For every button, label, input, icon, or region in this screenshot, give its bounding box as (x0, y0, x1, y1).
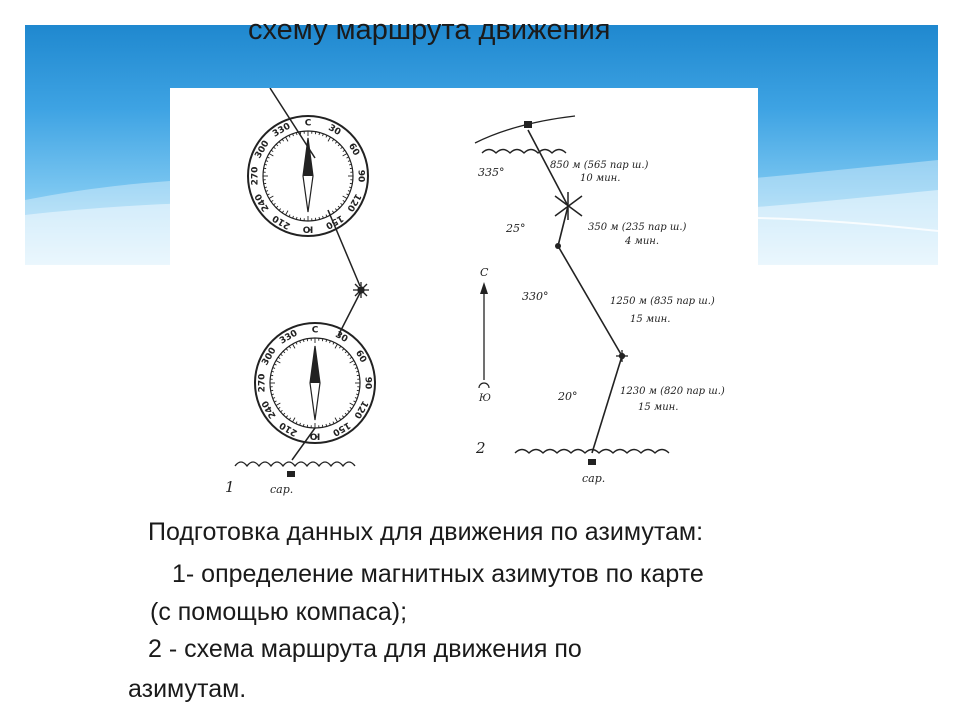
north-arrow-head (480, 282, 488, 294)
vegetation-2 (514, 448, 670, 454)
leg1-time: 10 мин. (580, 173, 620, 184)
body-item2-line1: 2 - схема маршрута для движения по (148, 635, 582, 663)
compass-label: 270 (251, 167, 261, 186)
leg2-azimuth: 25° (505, 222, 526, 235)
compass-label: 210 (278, 419, 299, 437)
compass-label: 330 (278, 329, 299, 347)
fig2-number: 2 (475, 439, 486, 457)
turn-marker-2c (616, 350, 628, 362)
compass-label: 210 (271, 212, 292, 230)
vegetation-top (474, 115, 576, 154)
leg1-azimuth: 335° (478, 166, 505, 179)
start-point-2 (588, 459, 596, 465)
route-polyline-2 (527, 129, 623, 454)
turn-marker-1 (353, 282, 369, 298)
compass-label: С (305, 119, 312, 129)
compass-label: 120 (351, 399, 369, 420)
finish-point (524, 121, 532, 128)
compass-label: 90 (356, 170, 366, 183)
body-item2-line2: азимутам. (128, 675, 247, 703)
compass-label: Ю (309, 431, 320, 441)
leg2-distance: 350 м (235 пар ш.) (588, 222, 687, 233)
north-letter: С (480, 266, 489, 279)
leg2-time: 4 мин. (624, 236, 659, 247)
compass-label: С (312, 326, 319, 336)
compass-label: 240 (254, 192, 272, 213)
compass-label: 300 (254, 139, 272, 160)
slide-title: схему маршрута движения (248, 14, 611, 46)
compass-label: 150 (331, 419, 352, 437)
body-item1-line2: (с помощью компаса); (150, 598, 408, 626)
leg3-time: 15 мин. (630, 314, 670, 325)
leg3-azimuth: 330° (522, 290, 549, 303)
compass-label: 270 (258, 374, 268, 393)
fig1-number: 1 (225, 478, 235, 496)
leg3-distance: 1250 м (835 пар ш.) (610, 296, 715, 307)
compass-label: 330 (271, 122, 292, 140)
turn-marker-2a (554, 192, 583, 220)
compass-label: 300 (261, 346, 279, 367)
body-heading: Подготовка данных для движения по азимут… (148, 518, 704, 546)
compass-label: Ю (302, 224, 313, 234)
leg1-distance: 850 м (565 пар ш.) (550, 160, 649, 171)
compass-label: 120 (344, 192, 362, 213)
route-line-1b (327, 209, 361, 287)
body-item1-line1: 1- определение магнитных азимутов по кар… (172, 560, 704, 588)
turn-marker-2b (555, 243, 561, 249)
compass-label: 90 (363, 377, 373, 390)
leg4-azimuth: 20° (557, 390, 578, 403)
start-point-1 (287, 471, 295, 477)
fig1-start-label: сар. (270, 483, 293, 496)
leg4-distance: 1230 м (820 пар ш.) (620, 386, 725, 397)
route-line-1d (291, 427, 316, 461)
fig2-start-label: сар. (582, 472, 605, 485)
compass-label: 150 (324, 212, 345, 230)
leg4-time: 15 мин. (638, 402, 678, 413)
vegetation-1 (234, 461, 356, 468)
south-letter: Ю (478, 393, 491, 404)
compass-label: 240 (261, 399, 279, 420)
